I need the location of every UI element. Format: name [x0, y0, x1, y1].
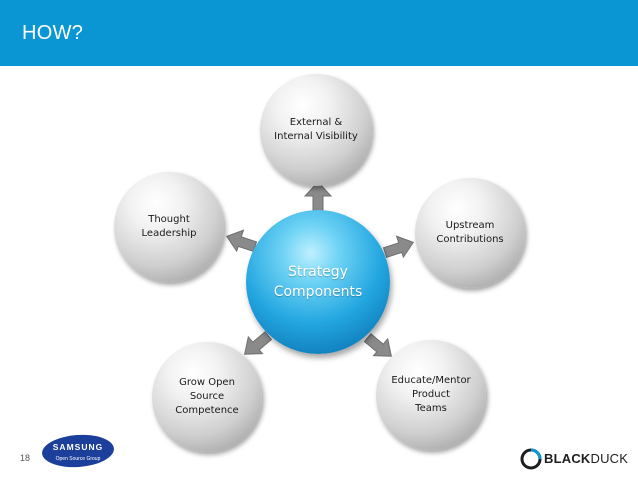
arrow-down-left-icon [244, 331, 272, 355]
node-label: Grow Open Source Competence [175, 377, 239, 416]
samsung-logo: SAMSUNG Open Source Group [42, 434, 114, 468]
arrow-down-right-icon [364, 333, 392, 357]
blackduck-mark-icon [520, 448, 542, 470]
node-external-internal-visibility: External & Internal Visibility [260, 74, 372, 186]
center-label: Strategy Components [273, 264, 363, 300]
node-grow-open-source: Grow Open Source Competence [152, 342, 262, 452]
node-thought-leadership: Thought Leadership [114, 172, 224, 282]
blackduck-duck: DUCK [590, 451, 629, 466]
slide-title: HOW? [22, 22, 84, 44]
blackduck-wordmark: BLACKDUCK [544, 451, 628, 466]
node-label: Thought Leadership [141, 214, 197, 239]
node-strategy-components: Strategy Components [246, 210, 390, 354]
header-bar: HOW? [0, 0, 638, 66]
node-educate-mentor: Educate/Mentor Product Teams [376, 340, 486, 450]
node-label: External & Internal Visibility [274, 117, 358, 142]
samsung-brand-text: SAMSUNG [53, 442, 103, 452]
blackduck-logo: BLACKDUCK [520, 448, 628, 470]
slide-number: 18 [20, 453, 31, 463]
node-upstream-contributions: Upstream Contributions [415, 178, 525, 288]
node-label: Upstream Contributions [436, 220, 504, 245]
arrow-right-icon [382, 235, 415, 259]
samsung-sub-text: Open Source Group [56, 456, 101, 462]
node-label: Educate/Mentor Product Teams [391, 375, 471, 414]
blackduck-black: BLACK [544, 451, 591, 466]
